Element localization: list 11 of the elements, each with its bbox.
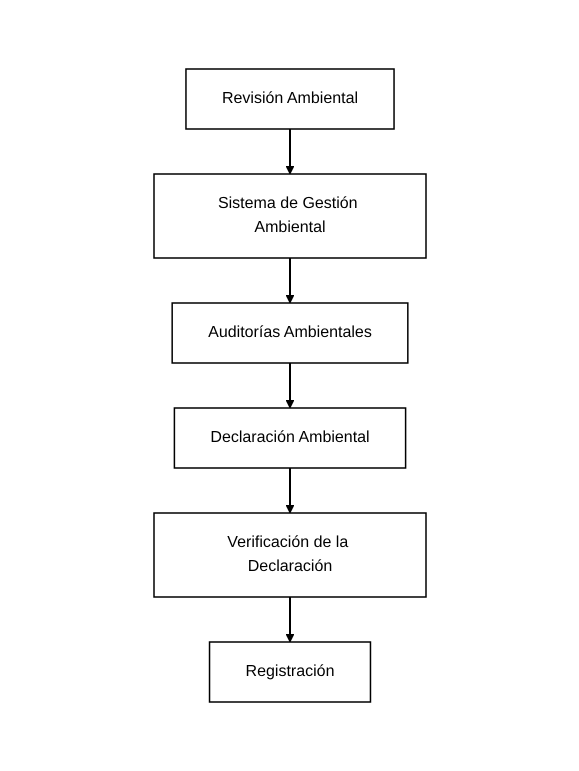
node-box: Sistema de Gestión Ambiental [152,173,426,259]
arrow [285,129,294,174]
node-box: Verificación de la Declaración [152,512,426,598]
arrow [285,363,294,408]
arrow [285,258,294,304]
node-box: Declaración Ambiental [173,407,406,469]
arrow [285,468,294,514]
arrow [285,597,294,642]
node-box: Auditorías Ambientales [170,302,408,364]
node-box: Revisión Ambiental [184,68,394,130]
node-box: Registración [208,641,371,703]
